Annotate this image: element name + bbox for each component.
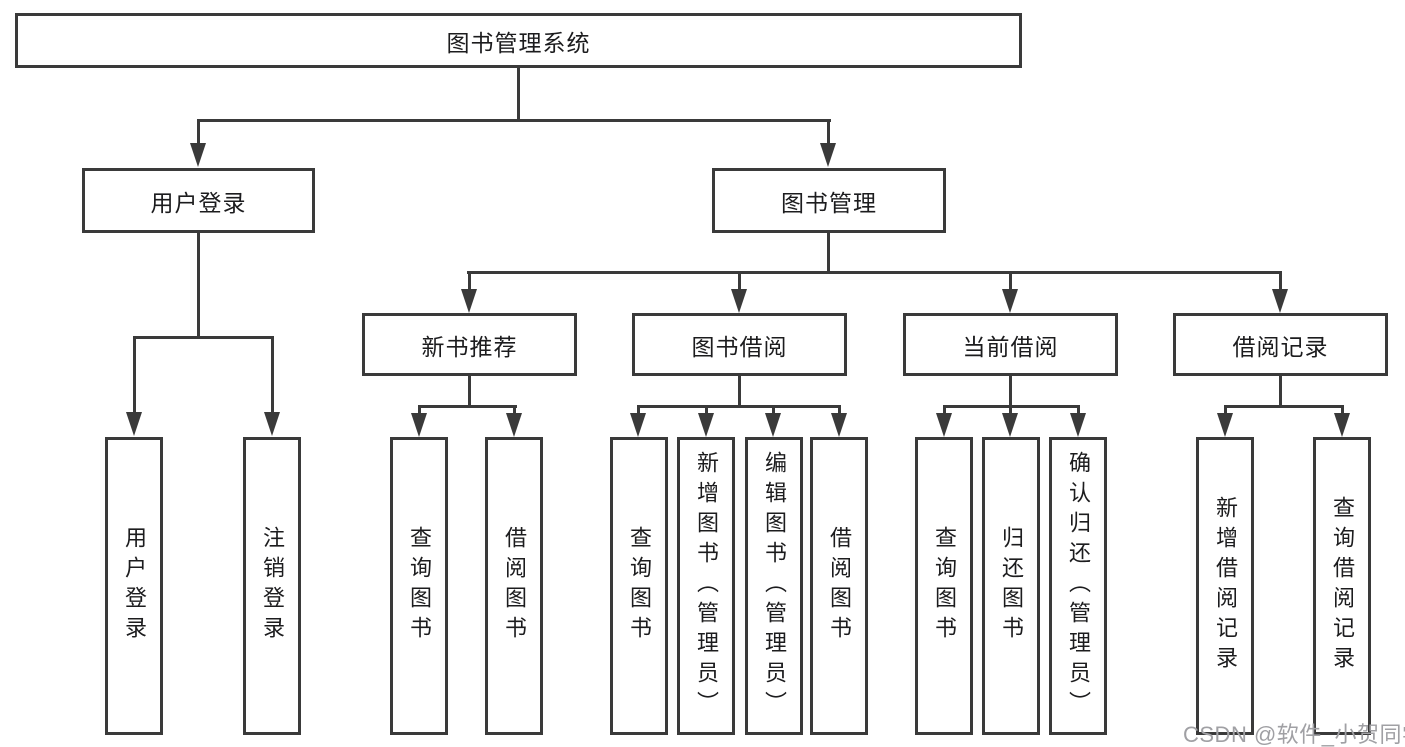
node-book-management: 图书管理	[712, 168, 946, 233]
leaf-label: 查询借阅记录	[1330, 496, 1355, 676]
arrowhead-icon	[1070, 413, 1086, 437]
connector-line	[468, 271, 471, 293]
connector-line	[1224, 405, 1344, 408]
leaf-label: 借阅图书	[502, 526, 527, 646]
leaf-query-books: 查询图书	[915, 437, 973, 735]
connector-line	[1009, 271, 1012, 293]
leaf-label: 用户登录	[122, 526, 147, 646]
arrowhead-icon	[698, 413, 714, 437]
connector-line	[133, 336, 274, 339]
connector-line	[197, 119, 200, 147]
connector-line	[271, 336, 274, 416]
leaf-borrow-books: 借阅图书	[485, 437, 543, 735]
leaf-logout: 注销登录	[243, 437, 301, 735]
leaf-return-books: 归还图书	[982, 437, 1040, 735]
arrowhead-icon	[264, 412, 280, 436]
arrowhead-icon	[1002, 289, 1018, 313]
connector-line	[517, 68, 520, 122]
node-label: 图书借阅	[691, 333, 788, 360]
connector-line	[133, 336, 136, 416]
leaf-query-borrow-record: 查询借阅记录	[1313, 437, 1371, 735]
arrowhead-icon	[1002, 413, 1018, 437]
arrowhead-icon	[765, 413, 781, 437]
leaf-label: 注销登录	[260, 526, 285, 646]
leaf-label: 编辑图书（管理员）	[762, 451, 787, 721]
leaf-label: 新增借阅记录	[1213, 496, 1238, 676]
arrowhead-icon	[190, 143, 206, 167]
connector-line	[1009, 405, 1012, 417]
arrowhead-icon	[731, 289, 747, 313]
node-borrowing-records: 借阅记录	[1173, 313, 1388, 376]
leaf-label: 归还图书	[999, 526, 1024, 646]
node-root: 图书管理系统	[15, 13, 1022, 68]
arrowhead-icon	[630, 413, 646, 437]
connector-line	[943, 405, 946, 417]
arrowhead-icon	[411, 413, 427, 437]
connector-line	[738, 374, 741, 408]
leaf-label: 查询图书	[407, 526, 432, 646]
node-label: 用户登录	[150, 189, 247, 216]
connector-line	[772, 405, 775, 417]
connector-line	[705, 405, 708, 417]
arrowhead-icon	[936, 413, 952, 437]
connector-line	[468, 374, 471, 408]
arrowhead-icon	[461, 289, 477, 313]
connector-line	[513, 405, 516, 417]
connector-line	[827, 231, 830, 274]
leaf-query-books: 查询图书	[610, 437, 668, 735]
node-label: 借阅记录	[1232, 333, 1329, 360]
leaf-confirm-return-admin: 确认归还（管理员）	[1049, 437, 1107, 735]
node-current-borrowing: 当前借阅	[903, 313, 1118, 376]
leaf-query-books: 查询图书	[390, 437, 448, 735]
arrowhead-icon	[506, 413, 522, 437]
arrowhead-icon	[831, 413, 847, 437]
node-label: 当前借阅	[962, 333, 1059, 360]
arrowhead-icon	[1217, 413, 1233, 437]
node-label: 新书推荐	[421, 333, 518, 360]
connector-line	[197, 119, 831, 122]
connector-line	[197, 231, 200, 339]
connector-line	[637, 405, 841, 408]
connector-line	[827, 119, 830, 147]
leaf-label: 查询图书	[627, 526, 652, 646]
leaf-label: 借阅图书	[827, 526, 852, 646]
connector-line	[467, 271, 1282, 274]
connector-line	[738, 271, 741, 293]
connector-line	[418, 405, 421, 417]
watermark: CSDN @软件_小贺同学	[1183, 722, 1405, 747]
leaf-label: 新增图书（管理员）	[694, 451, 719, 721]
node-user-login: 用户登录	[82, 168, 315, 233]
arrowhead-icon	[1272, 289, 1288, 313]
root-node-label: 图书管理系统	[446, 29, 591, 56]
leaf-borrow-books: 借阅图书	[810, 437, 868, 735]
connector-line	[1077, 405, 1080, 417]
arrowhead-icon	[126, 412, 142, 436]
connector-line	[1224, 405, 1227, 417]
leaf-user-login: 用户登录	[105, 437, 163, 735]
connector-line	[637, 405, 640, 417]
arrowhead-icon	[1334, 413, 1350, 437]
leaf-edit-books-admin: 编辑图书（管理员）	[745, 437, 803, 735]
connector-line	[418, 405, 517, 408]
leaf-label: 确认归还（管理员）	[1066, 451, 1091, 721]
node-new-book-recommend: 新书推荐	[362, 313, 577, 376]
connector-line	[1341, 405, 1344, 417]
leaf-label: 查询图书	[932, 526, 957, 646]
arrowhead-icon	[820, 143, 836, 167]
connector-line	[1009, 374, 1012, 408]
node-book-borrowing: 图书借阅	[632, 313, 847, 376]
connector-line	[1279, 271, 1282, 293]
leaf-add-books-admin: 新增图书（管理员）	[677, 437, 735, 735]
connector-line	[1279, 374, 1282, 408]
leaf-add-borrow-record: 新增借阅记录	[1196, 437, 1254, 735]
node-label: 图书管理	[781, 189, 877, 216]
connector-line	[838, 405, 841, 417]
